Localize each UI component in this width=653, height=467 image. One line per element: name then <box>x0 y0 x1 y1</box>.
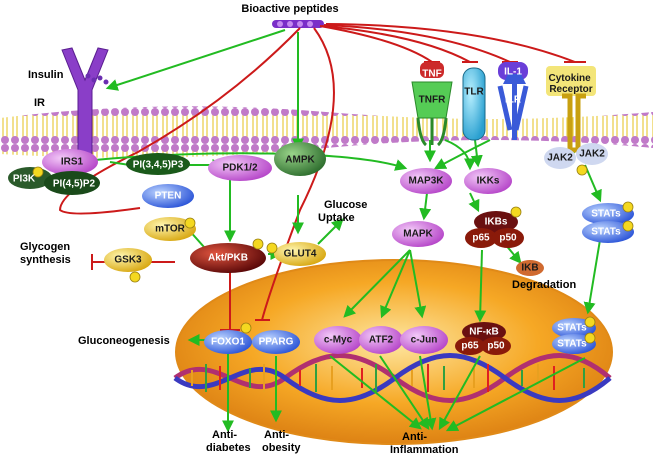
cmyc-node <box>314 326 362 354</box>
nucleus <box>175 259 613 445</box>
ikb-label: IKBs <box>485 217 508 228</box>
atf2-label: ATF2 <box>369 335 394 346</box>
insulin-label: Insulin <box>28 69 64 81</box>
nfkb-p65-node <box>455 337 485 355</box>
ilr-label: ILR <box>505 95 522 106</box>
ikb-degraded-node <box>516 260 544 276</box>
stats2-node <box>582 221 634 243</box>
nstats1-label: STATs <box>557 323 587 334</box>
gluconeogenesis-label: Gluconeogenesis <box>78 335 170 347</box>
tnfr-label: TNFR <box>419 95 446 106</box>
anti-diabetes-line1: Anti- <box>212 429 237 441</box>
map3k-node <box>400 168 452 194</box>
tnf-receptor <box>411 62 453 147</box>
ampk-label: AMPK <box>285 155 315 166</box>
stats2-label: STATs <box>591 227 621 238</box>
irs1-node <box>42 149 98 175</box>
anti-obesity-line1: Anti- <box>264 429 289 441</box>
pdk12-label: PDK1/2 <box>222 163 257 174</box>
akt-node <box>190 243 266 273</box>
akt-label: Akt/PKB <box>208 253 248 264</box>
nfkb-p50-node <box>481 337 511 355</box>
anti-obesity-line2: obesity <box>262 442 301 454</box>
cjun-node <box>400 326 448 354</box>
pten-node <box>142 184 194 208</box>
tnf-label: TNF <box>422 69 441 80</box>
gsk3-node <box>104 248 152 272</box>
jak2b-label: JAK2 <box>579 149 605 160</box>
glycogen-line1: Glycogen <box>20 241 70 253</box>
mtor-node <box>144 217 196 241</box>
title: Bioactive peptides <box>241 3 338 15</box>
nfkb-node <box>462 322 506 342</box>
atf2-node <box>359 326 403 354</box>
glucose-uptake-line2: Uptake <box>318 212 355 224</box>
jak2b-node <box>576 143 608 165</box>
glucose-uptake-line1: Glucose <box>324 199 367 211</box>
p65-node <box>465 228 497 248</box>
stats1-node <box>582 203 634 225</box>
cytokine-receptor-line1: Cytokine <box>548 73 591 84</box>
pi3k-label: PI3K <box>13 174 36 185</box>
il1-label: IL-1 <box>504 67 522 78</box>
degradation-label: Degradation <box>512 279 576 291</box>
pip2-label: PI(4,5)P2 <box>53 179 96 190</box>
glycogen-line2: synthesis <box>20 254 71 266</box>
foxo1-label: FOXO1 <box>211 337 245 348</box>
p50-node <box>492 228 524 248</box>
pdk12-node <box>208 155 272 181</box>
anti-inflammation-line2: Inflammation <box>390 444 459 456</box>
cjun-label: c-Jun <box>411 335 438 346</box>
jak2a-node <box>544 147 576 169</box>
tlr-receptor <box>462 67 486 141</box>
mapk-label: MAPK <box>403 229 433 240</box>
irs1-label: IRS1 <box>61 157 84 168</box>
tlr-label: TLR <box>464 87 484 98</box>
map3k-label: MAP3K <box>408 176 444 187</box>
anti-inflammation-line1: Anti- <box>402 431 427 443</box>
nfkb-label: NF-κB <box>469 327 498 338</box>
cytokine-receptor-label: Cytokine Receptor <box>548 73 593 95</box>
mapk-node <box>392 221 444 247</box>
ikb-degraded-label: IKB <box>521 263 538 274</box>
glycogen-synthesis-label: Glycogen synthesis <box>20 241 73 266</box>
cmyc-label: c-Myc <box>324 335 353 346</box>
ikks-node <box>464 168 512 194</box>
cytokine-receptor <box>546 66 596 153</box>
pparg-node <box>252 330 300 354</box>
glut4-node <box>274 242 326 266</box>
pten-label: PTEN <box>155 191 182 202</box>
p50-label: p50 <box>499 233 517 244</box>
insulin-receptor <box>61 47 109 159</box>
ikks-label: IKKs <box>477 176 500 187</box>
jak2a-label: JAK2 <box>547 153 573 164</box>
pparg-label: PPARG <box>259 337 294 348</box>
nfkb-p50-label: p50 <box>487 341 505 352</box>
foxo1-node <box>204 330 252 354</box>
peptide-chain-icon <box>272 20 324 28</box>
glut4-label: GLUT4 <box>284 249 317 260</box>
ikb-node <box>474 211 518 233</box>
cytokine-receptor-line2: Receptor <box>549 84 592 95</box>
nfkb-p65-label: p65 <box>461 341 479 352</box>
ampk-node <box>274 142 326 176</box>
gsk3-label: GSK3 <box>114 255 142 266</box>
p65-label: p65 <box>472 233 490 244</box>
phosphate-icons <box>32 164 634 344</box>
anti-diabetes-line2: diabetes <box>206 442 251 454</box>
anti-obesity-label: Anti- obesity <box>262 429 301 454</box>
stats1-label: STATs <box>591 209 621 220</box>
pip2-node <box>44 171 100 195</box>
anti-diabetes-label: Anti- diabetes <box>206 429 251 454</box>
anti-inflammation-label: Anti- Inflammation <box>390 431 459 456</box>
glucose-uptake-label: Glucose Uptake <box>318 199 370 224</box>
ir-label: IR <box>34 97 45 109</box>
pip3-label: PI(3,4,5)P3 <box>133 160 184 171</box>
mtor-label: mTOR <box>155 224 186 235</box>
pip3-node <box>126 153 190 175</box>
cell-membrane <box>0 106 653 158</box>
il1-receptor <box>497 62 529 140</box>
nstats2-label: STATs <box>557 339 587 350</box>
